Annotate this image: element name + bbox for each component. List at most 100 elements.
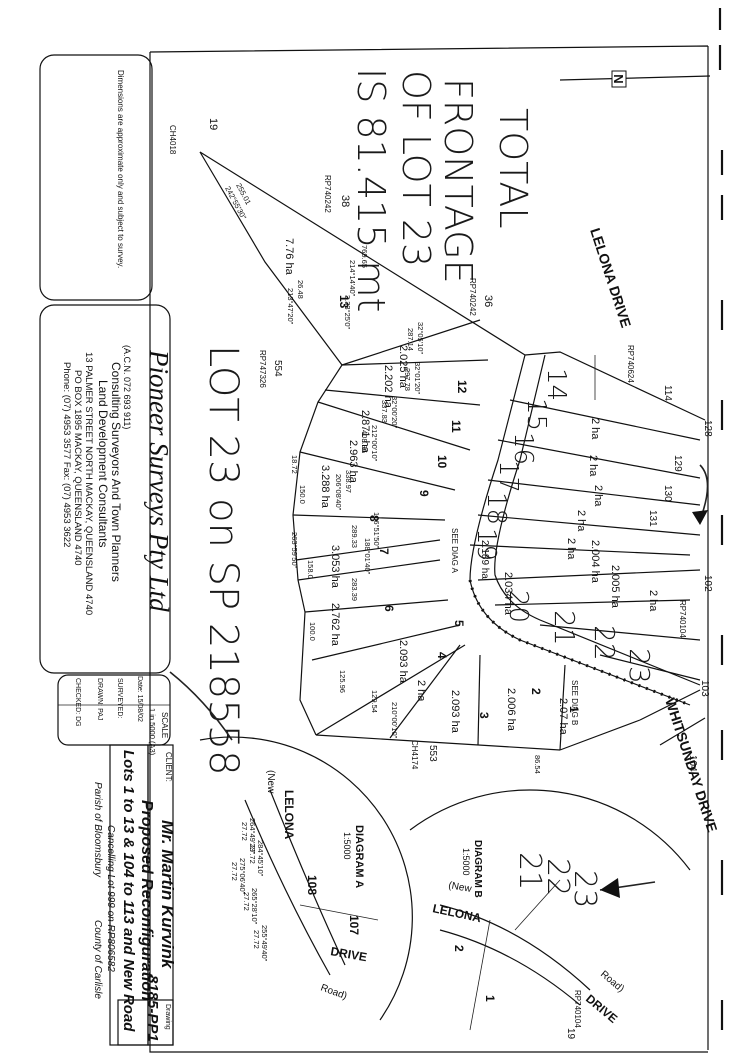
see-diag-b: SEE DIAG B <box>570 680 579 725</box>
hand-lot-18: 18 <box>481 492 511 525</box>
hand-lot-23: 23 <box>623 648 656 684</box>
checked: CHECKED: DG <box>74 678 81 727</box>
bearing-7: 32°01'20" <box>413 362 422 394</box>
lot-7-area: 3.053 ha <box>329 545 341 589</box>
diagram-a-mark-8: 27.72 <box>242 892 251 911</box>
scale-label: SCALE <box>160 712 169 738</box>
company-address1: 13 PALMER STREET NORTH MACKAY, QUEENSLAN… <box>83 352 94 615</box>
diagram-b-road: LELONA <box>431 901 482 925</box>
lot-9-number: 9 <box>417 490 431 497</box>
diagram-a-mark-6: 27.72 <box>230 862 239 881</box>
hand-lot-19: 19 <box>471 528 501 561</box>
adjoining-lot-38: 38 <box>339 195 351 207</box>
diagram-a-new: (New <box>265 770 276 794</box>
hand-lot-20: 20 <box>503 590 533 623</box>
bearing-24: 129.54 <box>370 690 379 713</box>
adjoining-rp747326: RP747326 <box>258 350 267 388</box>
bearing-13: 338.97 <box>344 470 353 493</box>
east-area-1: 2 ha <box>589 418 601 440</box>
diagram-a-road: LELONA <box>282 790 296 840</box>
bearing-6: 287.14 <box>406 328 415 351</box>
label-104: 104 <box>687 755 698 772</box>
label-131: 131 <box>647 510 658 527</box>
svg-text:N: N <box>611 74 626 83</box>
east-area-2: 2 ha <box>587 455 599 477</box>
bearing-11: 212°00'10" <box>370 425 379 462</box>
diagram-b: DIAGRAM B 1:5000 (New LELONA DRIVE Road)… <box>409 789 691 1040</box>
east-area-8: 2 ha <box>647 590 659 612</box>
client-name: Mr. Martin Kurvink <box>158 820 177 970</box>
diagram-b-hand-23: 23 <box>567 870 602 908</box>
east-area-3: 2 ha <box>592 485 604 507</box>
client-label: CLIENT: <box>164 752 173 782</box>
bearing-8: 297.78 <box>403 368 412 391</box>
diagram-a-lot-108: 108 <box>305 875 319 895</box>
note-line-3: OF LOT 23 <box>394 70 438 267</box>
lot-10-area: 2.871 ha <box>359 410 371 454</box>
bearing-16: 188°01'40" <box>363 538 372 575</box>
adjoining-rp740242-b: RP740242 <box>468 278 477 316</box>
label-103: 103 <box>699 680 710 697</box>
west-lots: 13 7.76 ha 12 2.025 ha 11 2.202 ha 10 2.… <box>283 238 581 736</box>
lot-6-area: 2.762 ha <box>329 603 341 647</box>
bearing-23: 125.96 <box>338 670 347 693</box>
diagram-a-mark-1: 264°49'23" <box>248 818 257 855</box>
bearing-4: 769.65 <box>360 245 369 268</box>
label-130: 130 <box>662 485 673 502</box>
diagram-a-mark-2: 27.72 <box>240 822 249 841</box>
east-area-10: 2.034 ha <box>502 572 514 616</box>
adjoining-labels: 19 CH4018 38 RP740242 36 RP740242 554 RP… <box>168 118 687 770</box>
title-block: Dimensions are approximate only and subj… <box>39 54 177 1046</box>
lot-13-area: 7.76 ha <box>283 238 295 276</box>
adjoining-rp740624: RP740624 <box>626 345 635 383</box>
diagram-a-road-paren: Road) <box>319 982 348 1002</box>
lot-1-number: 1 <box>567 706 581 713</box>
adjoining-lot-36: 36 <box>482 295 494 307</box>
see-diag-a: SEE DIAG A <box>450 528 459 574</box>
diagram-b-new: (New <box>447 880 473 895</box>
lot-8-area: 3.288 ha <box>319 465 331 509</box>
east-area-6: 2.004 ha <box>589 540 601 584</box>
east-area-4: 2 ha <box>575 510 587 532</box>
disclaimer-box <box>39 54 153 301</box>
east-area-5: 2 ha <box>565 538 577 560</box>
surveyed: SURVEYED: <box>116 678 123 718</box>
bearing-20: 150.0 <box>298 485 307 504</box>
bearing-22: 100.0 <box>308 622 317 641</box>
lot-13-number: 13 <box>337 295 351 309</box>
lot-8-number: 8 <box>367 515 381 522</box>
lot-12-number: 12 <box>455 380 469 394</box>
note-line-4: IS 81.415 mt <box>349 68 393 312</box>
company-acn: (A.C.N. 072 693 911) <box>122 345 132 429</box>
lot-reference: LOT 23 on SP 218558 <box>200 345 246 776</box>
diagram-b-lot-1: 1 <box>483 995 497 1002</box>
diagram-b-title: DIAGRAM B <box>472 840 483 898</box>
parish-text: Parish of Bloomsbury <box>92 782 103 878</box>
label-128: 128 <box>702 420 713 437</box>
note-line-2: FRONTAGE <box>436 78 480 284</box>
diagram-b-lot-19: 19 <box>565 1028 576 1040</box>
bearing-30: 213°47'20" <box>286 288 295 325</box>
lot-2-area: 2.006 ha <box>505 688 517 732</box>
drawing-number: 8185-PP1 <box>144 975 161 1042</box>
bearing-17: 289.33 <box>350 525 359 548</box>
bearing-25: 210°00'10" <box>390 702 399 739</box>
lot-4-number: 4 <box>435 652 449 659</box>
lot-11-number: 11 <box>449 420 463 433</box>
diagram-b-hand-22: 22 <box>540 858 575 896</box>
company-name: Pioneer Surveys Pty Ltd <box>144 349 174 612</box>
lelona-drive-label: LELONA DRIVE <box>587 226 634 330</box>
diagram-a-title: DIAGRAM A <box>353 825 365 888</box>
lot-3-number: 3 <box>477 712 491 719</box>
bearing-14: 206°08'40" <box>334 474 343 511</box>
company-line1: Consulting Surveyors And Town Planners <box>109 362 123 582</box>
date: Date: 15/08/02 <box>136 676 143 722</box>
hand-lot-16: 16 <box>508 432 538 465</box>
lot-10-number: 10 <box>435 455 449 469</box>
diagram-b-road-paren: Road) <box>598 969 626 995</box>
lot-1-area: 2.07 ha <box>557 698 569 736</box>
handwritten-note: TOTAL FRONTAGE OF LOT 23 IS 81.415 mt LO… <box>169 68 535 776</box>
bearing-9: 32°00'20" <box>390 396 399 428</box>
drawing-label: Drawing <box>164 1004 171 1030</box>
lot-5-number: 5 <box>452 620 466 627</box>
